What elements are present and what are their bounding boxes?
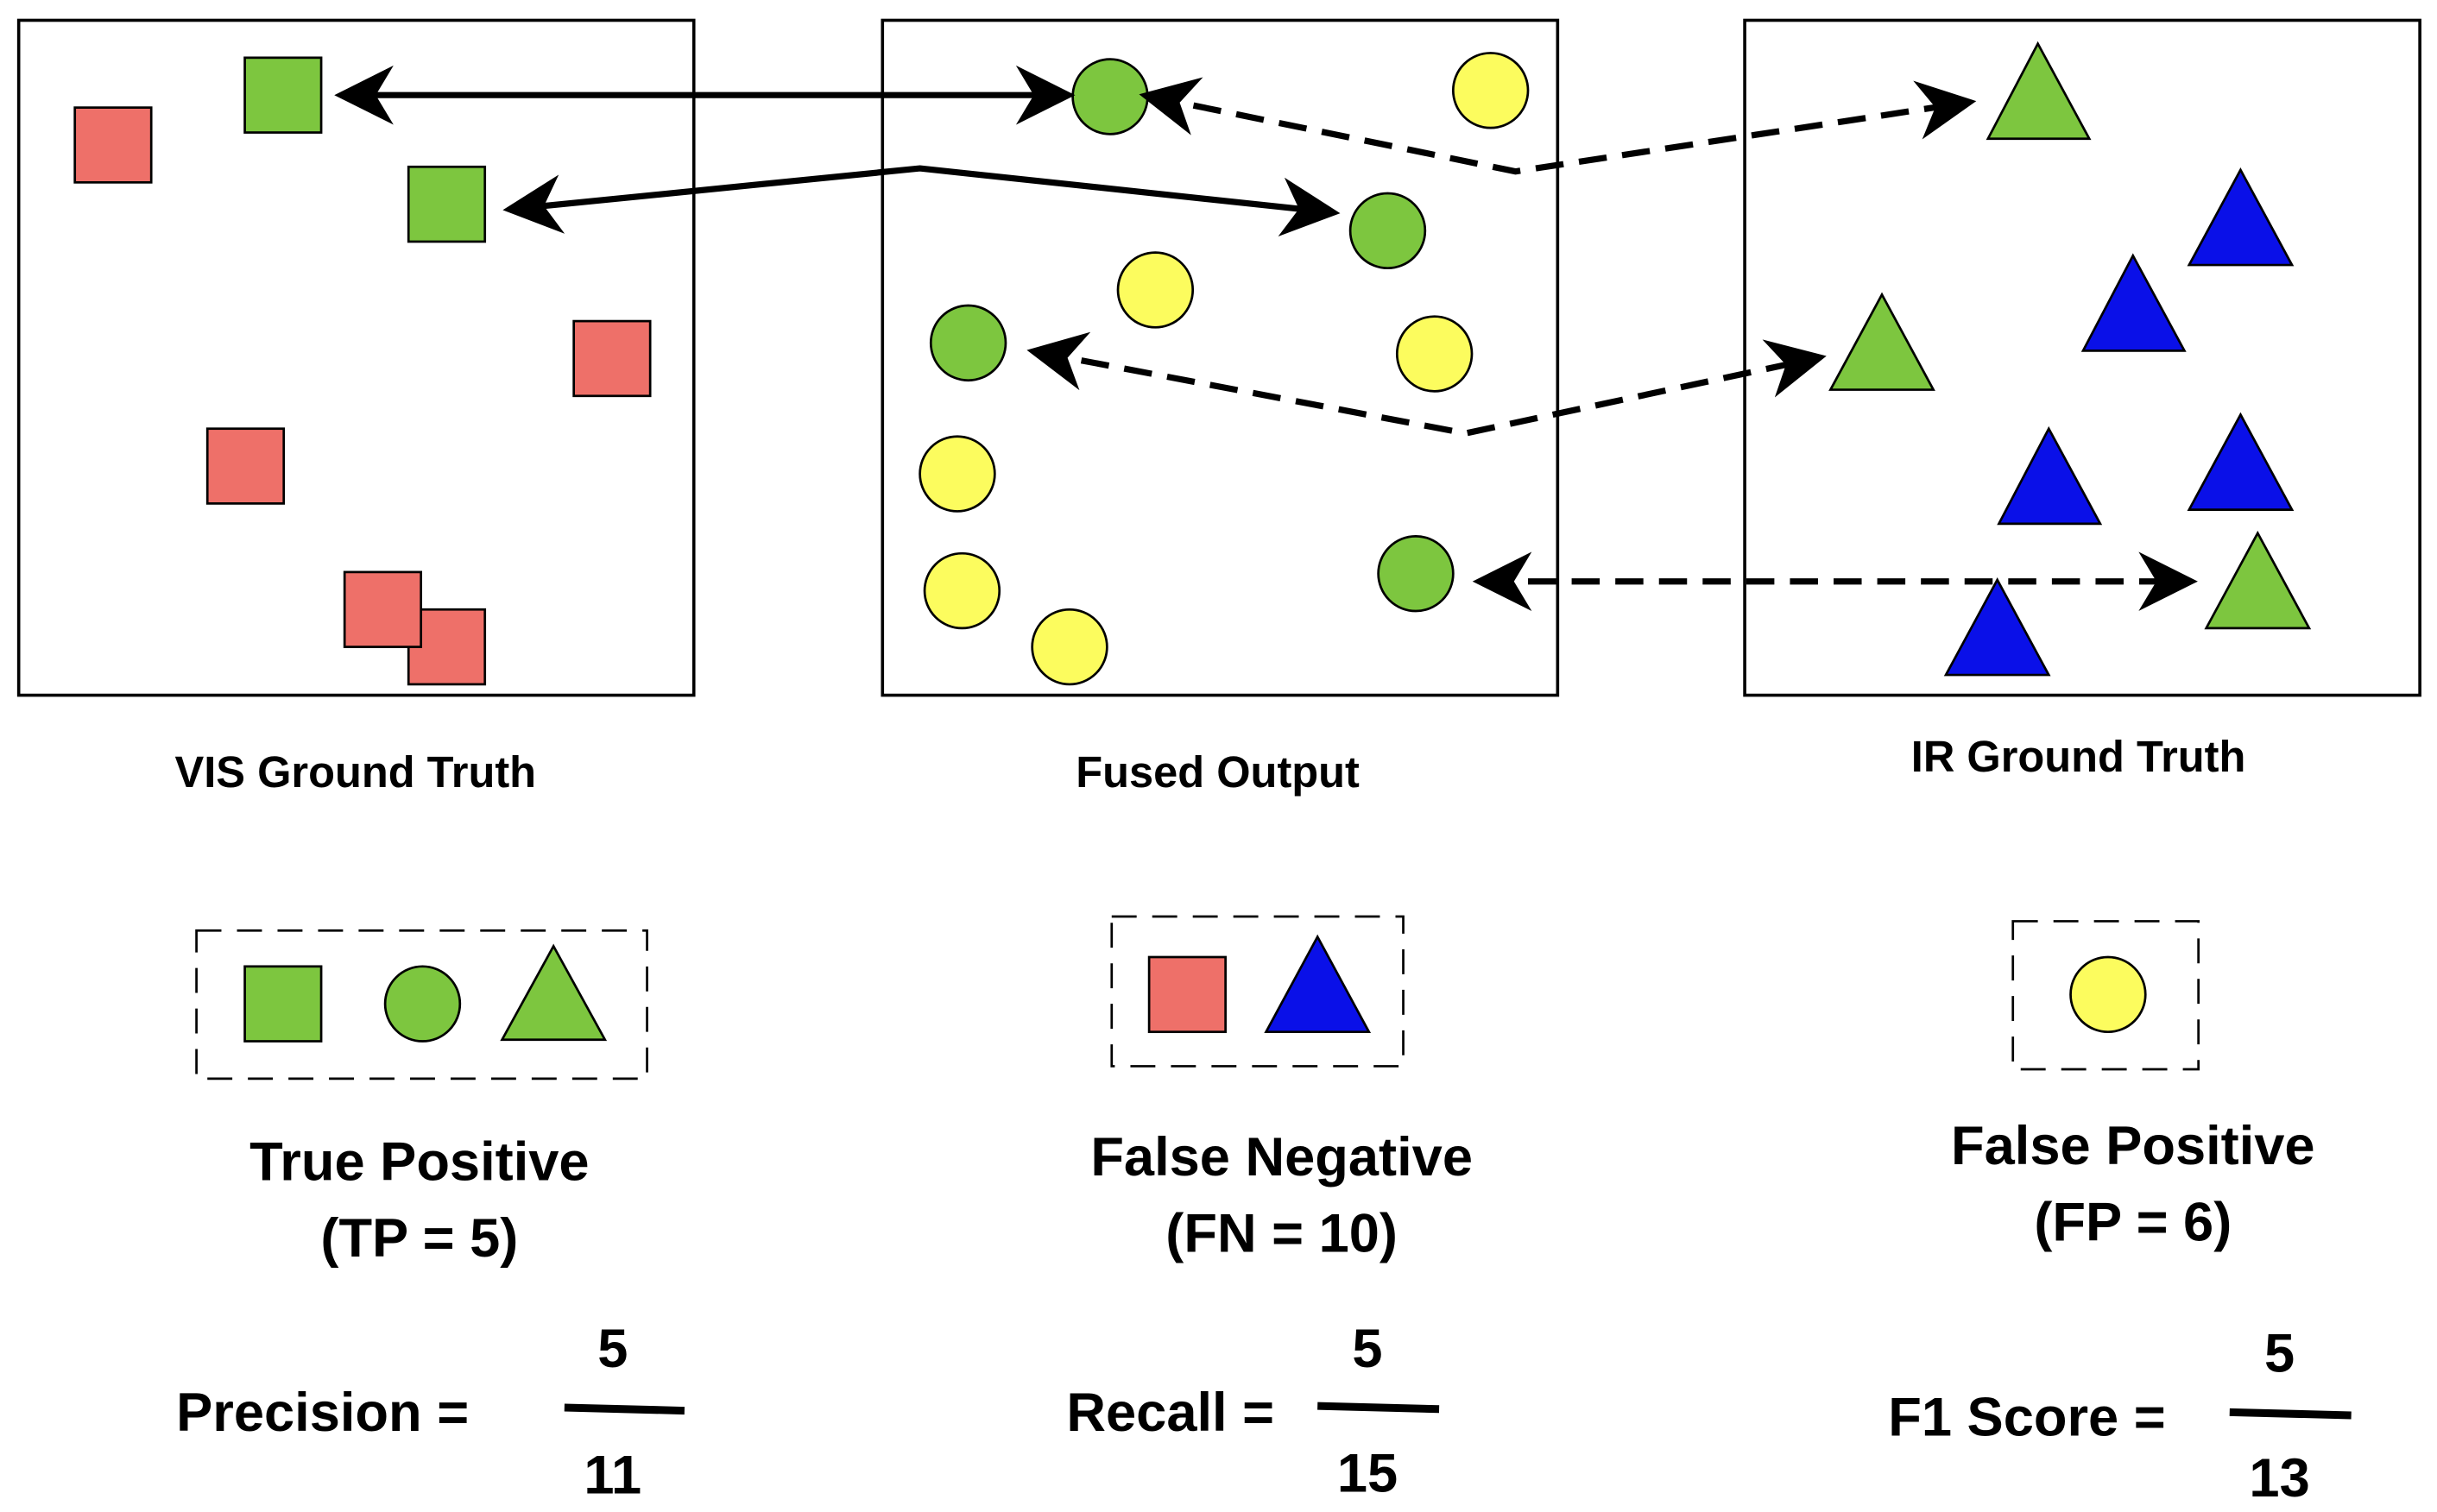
yellow-circle <box>1395 315 1474 393</box>
green-circle <box>1348 192 1427 270</box>
fused-shapes <box>919 52 1530 686</box>
f1-denominator: 13 <box>2249 1448 2309 1509</box>
match-arrows <box>334 65 2198 612</box>
blue-triangle <box>1264 934 1372 1034</box>
recall-numerator: 5 <box>1352 1319 1382 1379</box>
fused-panel-label: Fused Output <box>1076 747 1360 797</box>
green-triangle <box>1986 41 2092 141</box>
blue-triangle <box>1997 425 2103 526</box>
yellow-circle <box>2069 955 2147 1034</box>
green-square <box>243 965 323 1043</box>
red-square <box>572 319 652 398</box>
green-triangle <box>2204 530 2312 630</box>
tp-title: True Positive <box>249 1131 589 1192</box>
green-square <box>243 56 323 134</box>
yellow-circle <box>919 435 996 513</box>
green-triangle <box>500 943 608 1042</box>
green-square <box>407 165 487 243</box>
red-square <box>1147 955 1227 1034</box>
vis-ground-truth-panel <box>16 18 696 697</box>
yellow-circle <box>1031 608 1108 686</box>
green-circle <box>383 965 462 1043</box>
ir-panel-label: IR Ground Truth <box>1911 732 2246 781</box>
vis-shapes <box>73 56 652 686</box>
fp-title: False Positive <box>1951 1116 2315 1176</box>
blue-triangle <box>2187 412 2295 511</box>
vis-panel-label: VIS Ground Truth <box>175 747 537 797</box>
fn-legend-box <box>1110 915 1405 1068</box>
dashed-match-arrow <box>1026 331 1827 437</box>
red-square <box>343 570 423 648</box>
recall-formula: Recall = 5 15 <box>1066 1319 1440 1503</box>
f1-label: F1 Score = <box>1888 1387 2165 1447</box>
dashed-match-arrow <box>1139 77 1977 175</box>
recall-denominator: 15 <box>1337 1443 1398 1503</box>
green-circle <box>929 304 1007 382</box>
f1-formula: F1 Score = 5 13 <box>1888 1323 2352 1509</box>
blue-triangle <box>2080 253 2187 352</box>
green-triangle <box>1828 292 1935 391</box>
fn-title: False Negative <box>1090 1127 1473 1188</box>
red-square <box>73 106 153 184</box>
fraction-bar <box>2229 1408 2352 1420</box>
fraction-bar <box>564 1403 685 1415</box>
fn-count: (FN = 10) <box>1165 1203 1398 1263</box>
yellow-circle <box>1451 52 1530 129</box>
tp-count: (TP = 5) <box>320 1208 518 1269</box>
green-circle <box>1071 58 1149 135</box>
solid-match-arrow <box>502 165 1341 236</box>
yellow-circle <box>1116 251 1195 329</box>
green-circle <box>1377 534 1455 613</box>
fp-count: (FP = 6) <box>2034 1193 2232 1253</box>
precision-denominator: 11 <box>584 1445 641 1505</box>
precision-formula: Precision = 5 11 <box>176 1319 685 1505</box>
fp-legend-box <box>2011 920 2200 1071</box>
blue-triangle <box>1943 577 2051 677</box>
red-square <box>205 427 286 505</box>
ir-shapes <box>1828 41 2312 677</box>
tp-legend-box <box>195 929 648 1080</box>
yellow-circle <box>923 551 1001 630</box>
precision-label: Precision = <box>176 1383 469 1443</box>
recall-label: Recall = <box>1066 1383 1274 1443</box>
precision-numerator: 5 <box>597 1319 628 1379</box>
fraction-bar <box>1317 1402 1440 1414</box>
blue-triangle <box>2187 167 2295 267</box>
f1-numerator: 5 <box>2264 1323 2295 1383</box>
